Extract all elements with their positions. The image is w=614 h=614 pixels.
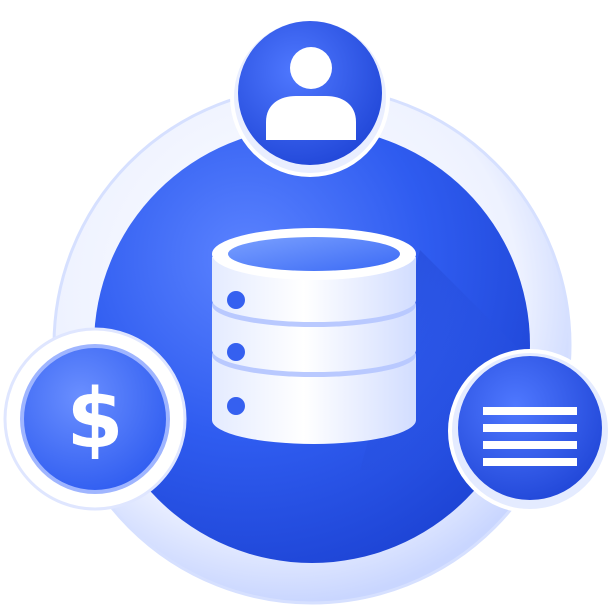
user-icon bbox=[266, 47, 356, 140]
dollar-coin-badge: $ bbox=[3, 327, 187, 511]
dollar-icon: $ bbox=[66, 372, 123, 467]
database-dot-2 bbox=[227, 343, 245, 361]
user-badge bbox=[230, 17, 390, 177]
database-icon bbox=[212, 228, 416, 444]
list-badge bbox=[448, 349, 612, 513]
database-dot-3 bbox=[227, 397, 245, 415]
list-icon bbox=[483, 407, 577, 466]
database-dot-1 bbox=[227, 291, 245, 309]
